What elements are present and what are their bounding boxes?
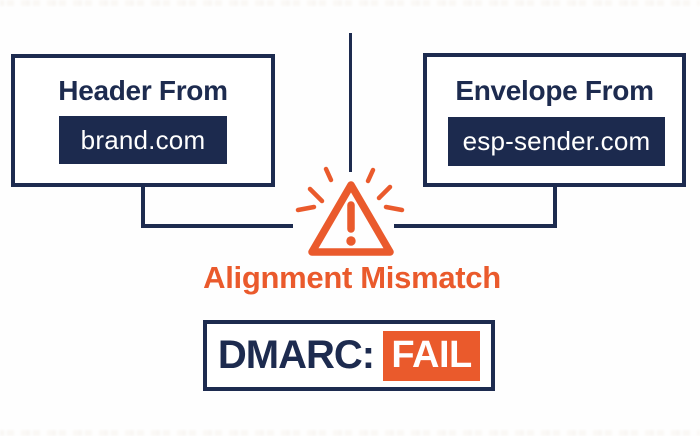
header-from-title: Header From (58, 75, 228, 106)
left-connector-horizontal-line (141, 224, 293, 228)
dmarc-result-card: DMARC: FAIL (203, 320, 495, 391)
envelope-from-title: Envelope From (455, 75, 654, 106)
right-connector-horizontal-line (394, 224, 557, 228)
header-from-card: Header From brand.com (11, 54, 275, 187)
top-connector-line (349, 33, 352, 172)
envelope-from-domain: esp-sender.com (462, 126, 651, 156)
right-connector-vertical-line (553, 185, 557, 228)
alignment-mismatch-label: Alignment Mismatch (203, 260, 501, 295)
left-connector-vertical-line (141, 185, 145, 228)
header-from-domain: brand.com (80, 124, 206, 155)
top-edge-artifact (0, 0, 700, 6)
envelope-from-domain-chip: esp-sender.com (448, 117, 665, 166)
bottom-edge-artifact (0, 430, 700, 436)
dmarc-fail-status: FAIL (391, 334, 472, 376)
dmarc-fail-badge: FAIL (383, 330, 481, 381)
dmarc-label: DMARC: (217, 333, 375, 377)
alert-triangle-icon (295, 166, 405, 256)
envelope-from-card: Envelope From esp-sender.com (423, 53, 686, 187)
header-from-domain-chip: brand.com (59, 116, 227, 164)
